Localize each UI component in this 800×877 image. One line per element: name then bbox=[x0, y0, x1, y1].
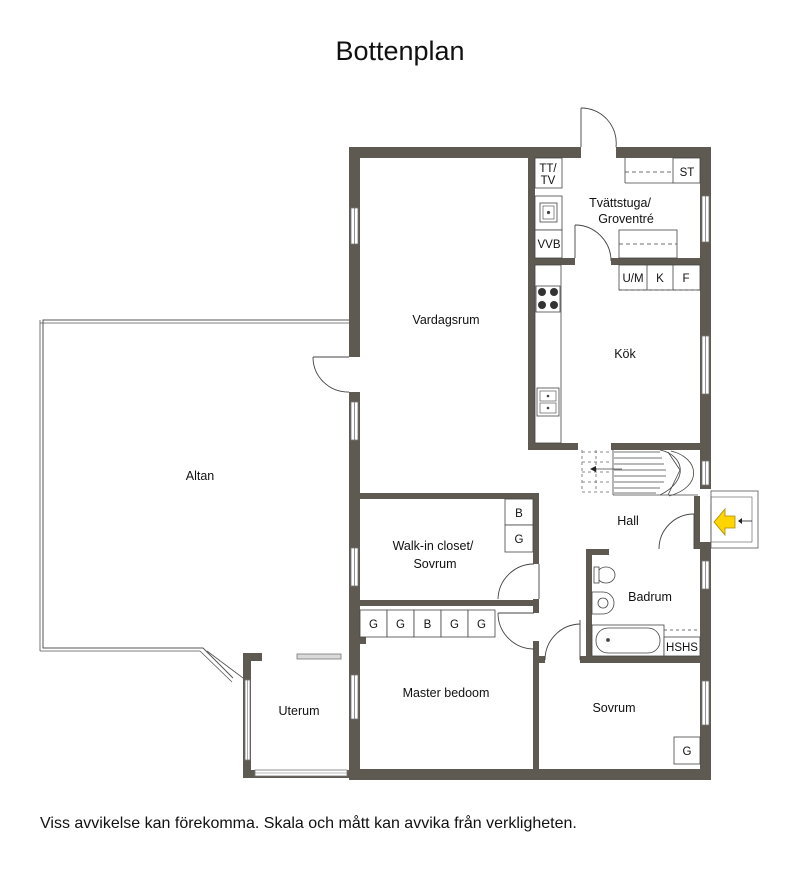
interior-walls bbox=[360, 158, 700, 769]
wardrobe-fixtures bbox=[359, 609, 496, 638]
room-label-badrum: Badrum bbox=[628, 590, 672, 604]
sink-icon bbox=[539, 202, 558, 223]
room-label-uterum: Uterum bbox=[279, 704, 320, 718]
room-label-altan: Altan bbox=[186, 469, 215, 483]
stove-icon bbox=[535, 285, 561, 313]
windows bbox=[350, 195, 710, 726]
sovrum-wardrobe bbox=[673, 736, 701, 765]
disclaimer-text: Viss avvikelse kan förekomma. Skala och … bbox=[40, 815, 577, 832]
fixture-label-st: ST bbox=[680, 167, 695, 179]
wardrobe-label-5: G bbox=[477, 619, 486, 631]
page-title: Bottenplan bbox=[335, 36, 465, 66]
fixture-label-b-walkin: B bbox=[515, 508, 523, 520]
uterum-room bbox=[243, 653, 349, 778]
fixture-label-vvb: VVB bbox=[537, 239, 560, 251]
wardrobe-label-4: G bbox=[450, 619, 459, 631]
fixture-label-hshs: HSHS bbox=[666, 642, 698, 654]
entrance-arrow-icon bbox=[713, 507, 736, 537]
fixture-label-um: U/M bbox=[622, 273, 643, 285]
wardrobe-label-2: G bbox=[396, 619, 405, 631]
wardrobe-label-3: B bbox=[424, 619, 432, 631]
toilet-icon bbox=[593, 566, 616, 584]
wardrobe-label-1: G bbox=[369, 619, 378, 631]
washbasin-icon bbox=[591, 591, 615, 615]
room-label-tvattstuga-line2: Groventré bbox=[598, 212, 654, 226]
staircase bbox=[581, 449, 698, 497]
room-label-walkin-line2: Sovrum bbox=[413, 557, 456, 571]
fixture-label-g-walkin: G bbox=[515, 534, 524, 546]
room-label-kok: Kök bbox=[614, 347, 636, 361]
room-label-master: Master bedoom bbox=[403, 686, 490, 700]
fixture-label-tv: TV bbox=[541, 175, 556, 187]
fixture-label-f: F bbox=[682, 273, 689, 285]
bathtub-icon bbox=[591, 624, 701, 657]
room-label-walkin-line1: Walk-in closet/ bbox=[393, 539, 474, 553]
fixture-label-g-sovrum: G bbox=[683, 746, 692, 758]
kitchen-sink-icon bbox=[536, 387, 560, 417]
altan-deck bbox=[39, 319, 349, 683]
walkin-fixtures bbox=[504, 498, 534, 553]
room-label-vardagsrum: Vardagsrum bbox=[412, 313, 479, 327]
fixture-label-tt: TT/ bbox=[539, 163, 557, 175]
doors bbox=[312, 107, 712, 661]
room-label-tvattstuga-line1: Tvättstuga/ bbox=[589, 196, 651, 210]
room-label-hall: Hall bbox=[617, 514, 639, 528]
fixture-label-k: K bbox=[656, 273, 664, 285]
room-label-sovrum: Sovrum bbox=[592, 701, 635, 715]
entrance-step bbox=[710, 490, 759, 549]
